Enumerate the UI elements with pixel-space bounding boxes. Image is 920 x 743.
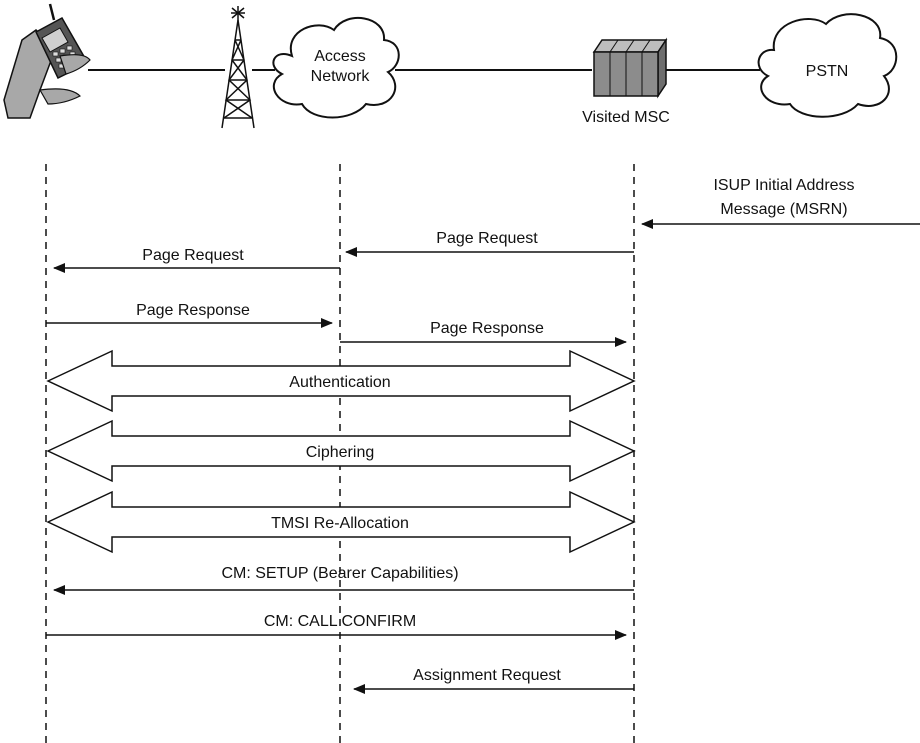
access-network-label: Network xyxy=(311,68,371,85)
access-network-label: Access xyxy=(314,48,366,65)
pstn-label: PSTN xyxy=(806,63,849,80)
message-label: Page Request xyxy=(142,247,244,264)
switch-rack-icon xyxy=(592,37,668,99)
message-label: Authentication xyxy=(289,374,390,391)
message-label: CM: CALL CONFIRM xyxy=(264,613,416,630)
message-label: CM: SETUP (Bearer Capabilities) xyxy=(221,565,458,582)
message-label: Assignment Request xyxy=(413,667,561,684)
message-label: Page Response xyxy=(136,302,250,319)
message-label: TMSI Re-Allocation xyxy=(271,515,409,532)
message-label: Page Request xyxy=(436,230,538,247)
antenna-tower-icon xyxy=(221,6,255,129)
message-sequence: ISUP Initial Address Message (MSRN) Page… xyxy=(46,177,920,694)
message-label: Ciphering xyxy=(306,444,374,461)
cloud-icon xyxy=(272,16,400,119)
double-arrow xyxy=(46,419,636,483)
message-label: Page Response xyxy=(430,320,544,337)
network-topology: Access Network Visited MSC PSTN xyxy=(3,3,898,129)
handset-icon xyxy=(3,3,91,119)
visited-msc-label: Visited MSC xyxy=(582,109,670,126)
cloud-icon xyxy=(757,13,898,118)
double-arrow xyxy=(46,349,636,413)
double-arrow xyxy=(46,490,636,554)
message-label: Message (MSRN) xyxy=(720,201,847,218)
message-label: ISUP Initial Address xyxy=(713,177,854,194)
